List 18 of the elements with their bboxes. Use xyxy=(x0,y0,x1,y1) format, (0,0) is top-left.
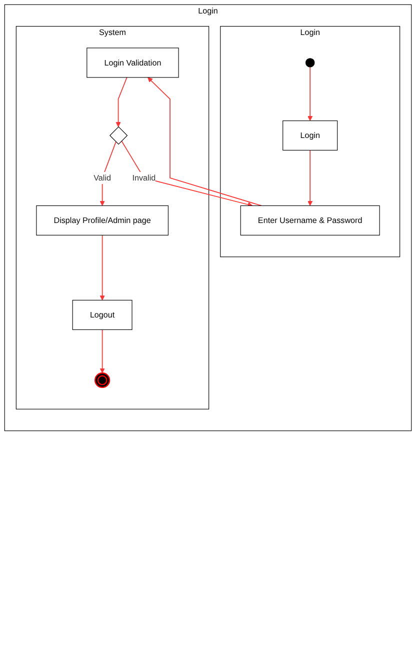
node-box: Display Profile/Admin page xyxy=(36,205,168,236)
arrow xyxy=(121,140,253,208)
node-diamond xyxy=(110,126,128,145)
arrow xyxy=(308,150,313,206)
node-box: Login Validation xyxy=(86,48,179,78)
arrow xyxy=(308,66,313,121)
node-box: Logout xyxy=(72,300,132,330)
node-circle xyxy=(94,372,110,388)
arrow xyxy=(100,329,105,374)
arrow xyxy=(100,234,105,300)
edge-label: Invalid xyxy=(132,173,156,182)
node-circle xyxy=(305,58,315,68)
node-box: Enter Username & Password xyxy=(240,205,380,236)
arrow xyxy=(116,77,128,128)
node-box: Login xyxy=(282,120,338,151)
arrow xyxy=(100,141,116,206)
edge-label: Valid xyxy=(94,173,112,182)
arrow xyxy=(148,77,262,206)
